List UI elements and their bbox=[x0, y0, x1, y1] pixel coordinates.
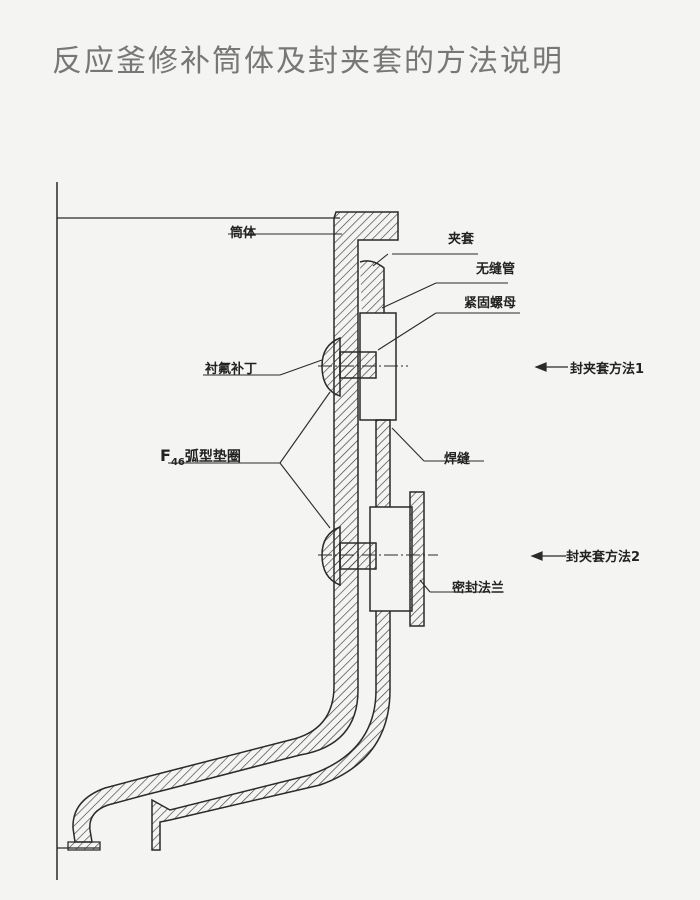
page-title: 反应釜修补筒体及封夹套的方法说明 bbox=[52, 44, 564, 79]
label-weld: 焊缝 bbox=[444, 452, 471, 467]
label-method-2: 封夹套方法2 bbox=[566, 550, 641, 565]
label-sealing-flange: 密封法兰 bbox=[452, 581, 505, 596]
shell-wall bbox=[72, 211, 399, 843]
upper-bolt bbox=[321, 336, 377, 398]
center-lines bbox=[318, 365, 438, 556]
jacket-upper bbox=[359, 260, 385, 316]
lower-bolt bbox=[321, 525, 377, 587]
label-seamless-pipe: 无缝管 bbox=[476, 262, 516, 277]
method-arrows bbox=[530, 362, 568, 561]
label-gasket-suffix: 弧型垫圈 bbox=[184, 449, 241, 465]
label-tightening-nut: 紧固螺母 bbox=[464, 296, 517, 311]
sealing-flange-block bbox=[369, 506, 413, 612]
label-gasket: F46弧型垫圈 bbox=[160, 446, 241, 468]
label-method-1: 封夹套方法1 bbox=[570, 362, 645, 377]
leader-lines bbox=[168, 233, 520, 593]
label-gasket-prefix: F bbox=[160, 446, 171, 465]
outlet-stub bbox=[67, 841, 101, 851]
label-ptfe-patch: 衬氟补丁 bbox=[205, 362, 258, 377]
sealing-flange-plate bbox=[409, 491, 425, 627]
label-shell: 筒体 bbox=[230, 226, 257, 241]
label-gasket-sub: 46 bbox=[170, 456, 185, 468]
label-jacket: 夹套 bbox=[448, 232, 475, 247]
jacket-lower bbox=[151, 419, 391, 851]
